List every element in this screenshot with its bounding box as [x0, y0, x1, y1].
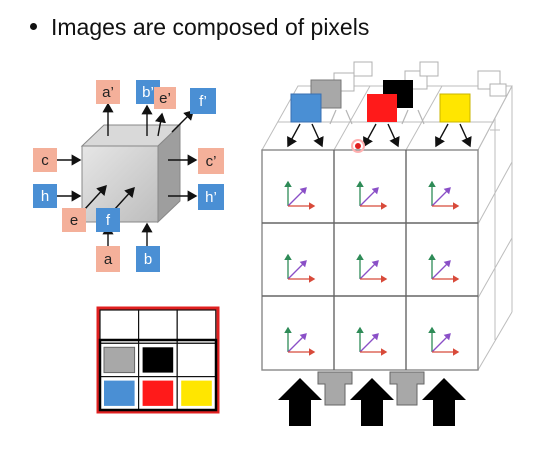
label-box-a: [96, 246, 120, 272]
label-box-c-prime: [198, 148, 224, 174]
pixel-blue: [104, 380, 135, 406]
label-e-prime: e’: [159, 90, 171, 107]
pixel-grid-border: [96, 306, 220, 414]
label-h-prime: h’: [205, 189, 217, 206]
pixel-red: [142, 380, 174, 406]
label-box-h-prime: [198, 184, 224, 210]
label-f-prime: f’: [199, 93, 207, 110]
pixel-gray: [103, 346, 136, 374]
pixel-grid: [96, 306, 220, 414]
label-box-a-prime: [96, 80, 120, 104]
top-pixel-blue: [290, 93, 322, 123]
cursor-dot-icon: [355, 143, 361, 149]
black-up-arrow-icon: [350, 378, 394, 426]
label-box-e-prime: [154, 87, 176, 109]
label-box-e: [62, 208, 86, 232]
black-up-arrow-icon: [278, 378, 322, 426]
black-up-arrow-icon: [422, 378, 466, 426]
top-pixel-red: [367, 94, 397, 122]
pixel-cell: [176, 309, 217, 344]
label-b: b: [144, 251, 152, 268]
label-h: h: [41, 188, 49, 205]
pixel-black: [142, 347, 174, 373]
label-box-f: [96, 208, 120, 232]
slide-bullet: Images are composed of pixels: [30, 14, 369, 41]
pixel-cell: [176, 342, 217, 378]
pixel-cell: [138, 309, 178, 344]
pixel-cell: [99, 309, 140, 344]
label-c: c: [41, 152, 49, 169]
label-a-prime: a’: [102, 84, 114, 101]
front-grid-face: [261, 149, 479, 371]
label-box-b: [136, 246, 160, 272]
input-arrows: [278, 371, 466, 426]
top-pixel-yellow: [439, 93, 471, 123]
label-c-prime: c’: [206, 153, 217, 170]
gray-up-arrow-icon: [317, 371, 353, 406]
gray-up-arrow-icon: [389, 371, 425, 406]
pixel-yellow: [181, 380, 212, 406]
pixel-grid-highlight: [98, 338, 218, 412]
bullet-text: Images are composed of pixels: [51, 14, 370, 40]
label-box-f-prime: [190, 88, 216, 114]
neuron-cube-diagram: a’ b’ e’ f’ c c’ h h’ e f a b: [33, 80, 224, 272]
label-box-c: [33, 148, 57, 172]
cursor-ring-icon: [351, 139, 365, 153]
label-box-h: [33, 184, 57, 208]
label-b-prime: b’: [142, 84, 154, 101]
label-a: a: [104, 251, 113, 268]
cube-front-face: [81, 145, 159, 223]
label-e: e: [70, 212, 78, 229]
bullet-dot-icon: [30, 23, 37, 31]
pixel-neuron-grid-3d: [261, 61, 513, 426]
label-f: f: [106, 212, 111, 229]
